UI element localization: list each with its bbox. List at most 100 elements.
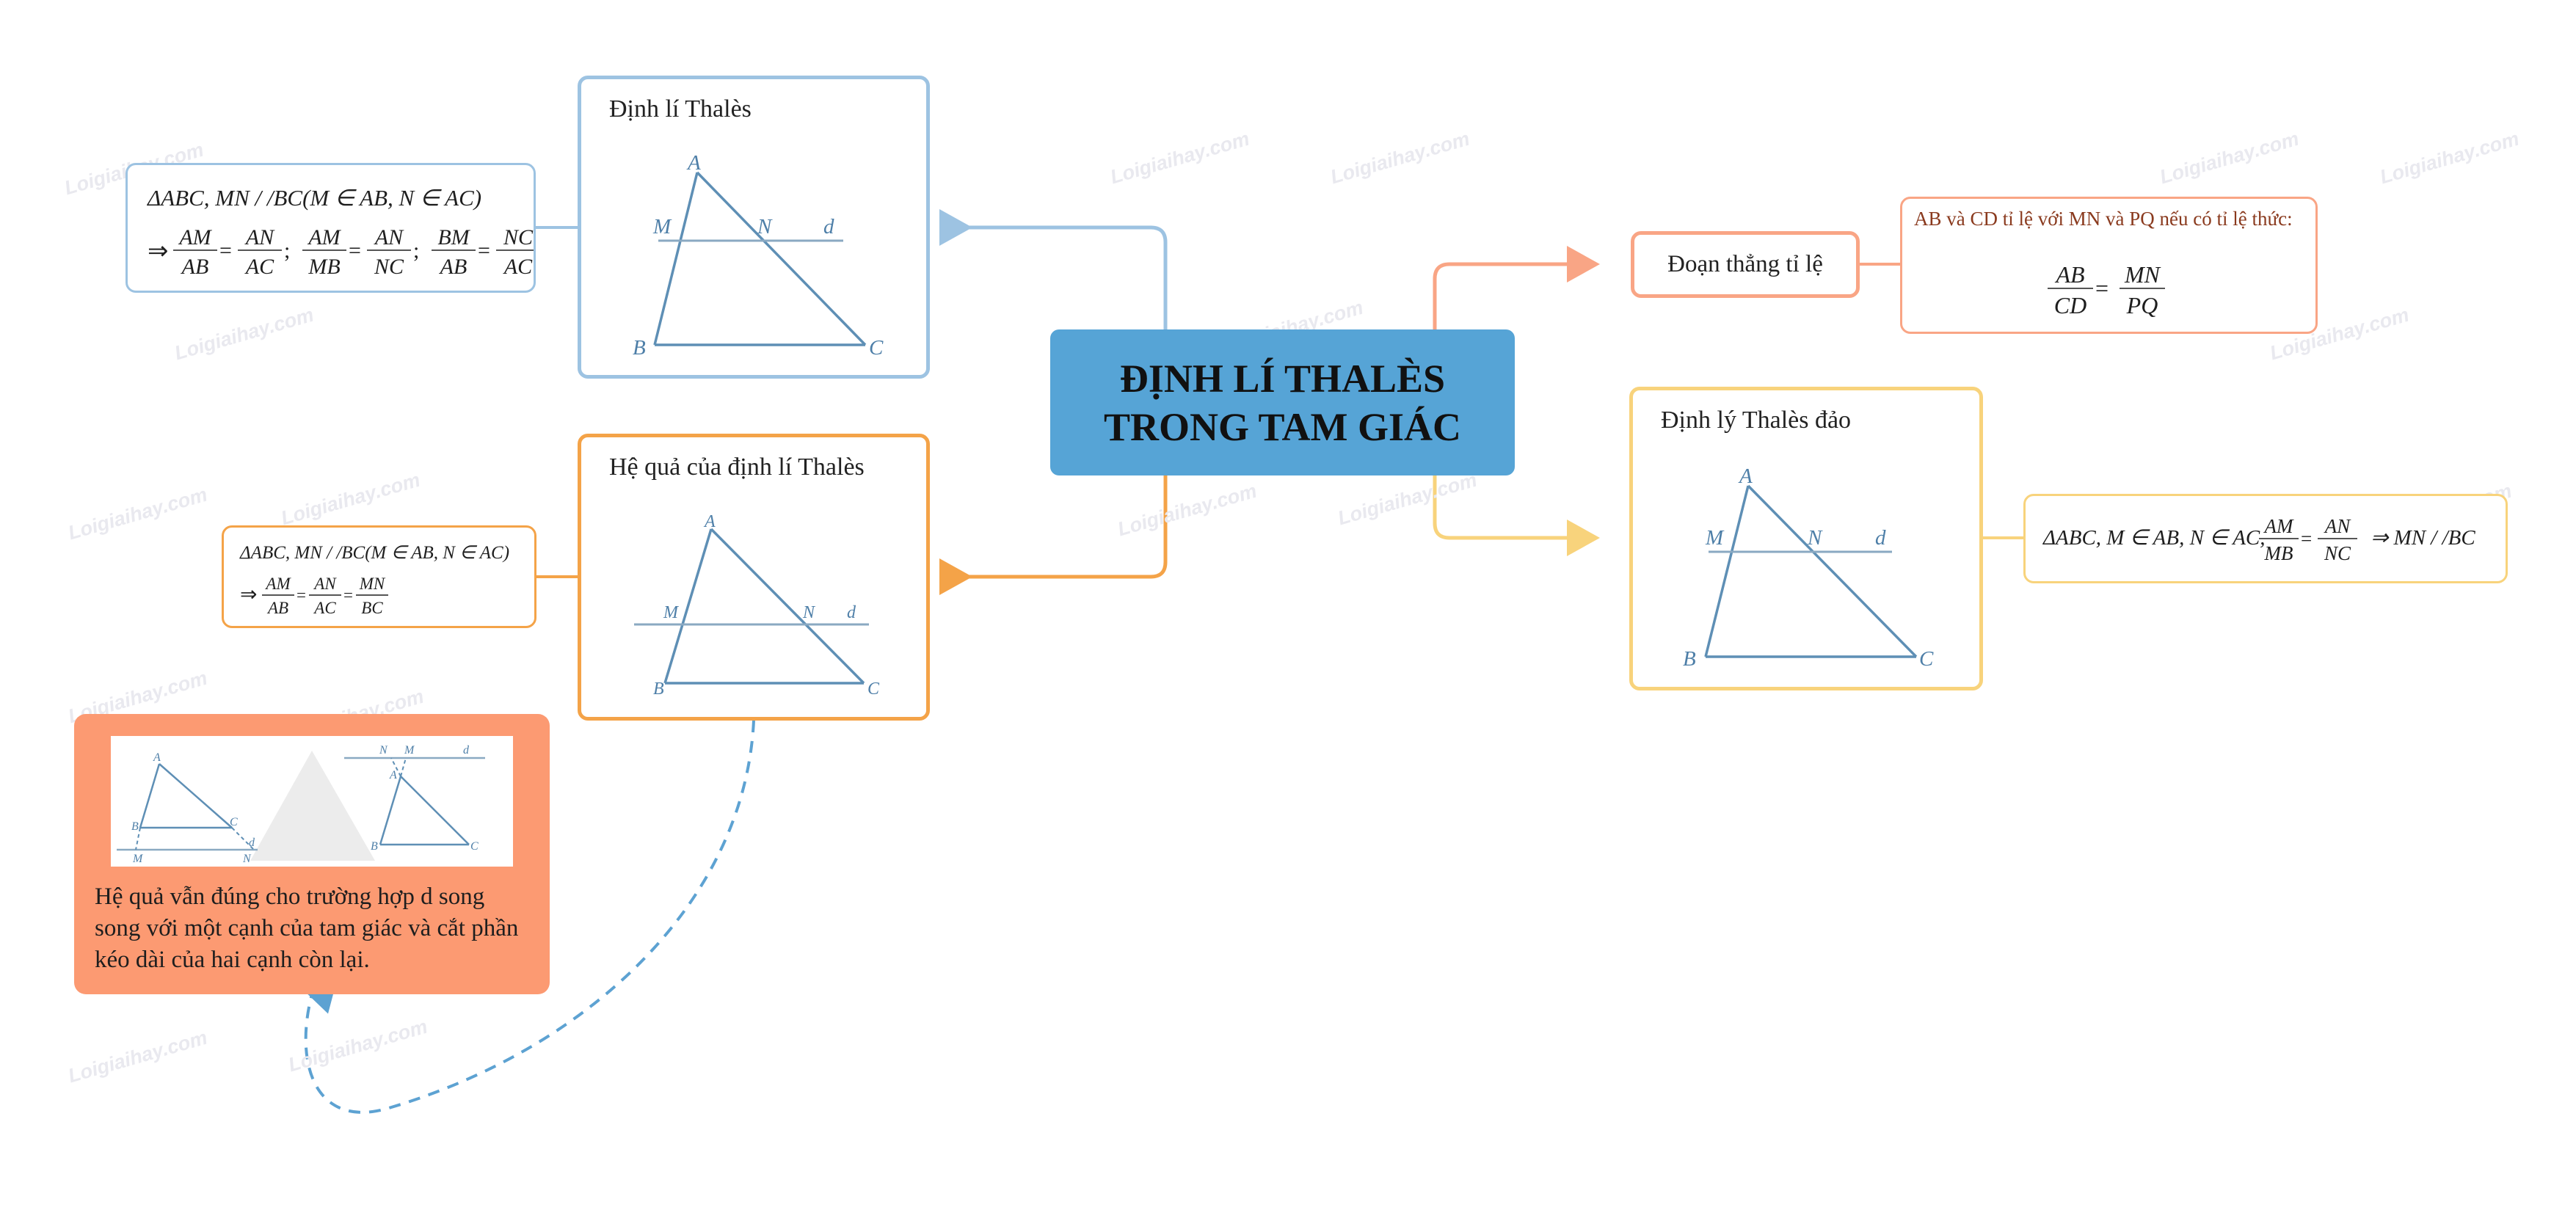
ratio-definition[interactable]: AB và CD tỉ lệ với MN và PQ nếu có tỉ lệ… bbox=[1900, 197, 2318, 334]
fraction-numerator: MN bbox=[2124, 261, 2161, 288]
fraction-numerator: AN bbox=[313, 575, 337, 593]
fraction-numerator: AM bbox=[307, 225, 341, 249]
note-right-label-c: C bbox=[470, 840, 479, 853]
label-d: d bbox=[1875, 526, 1886, 550]
central-topic-line-1: ĐỊNH LÍ THALÈS bbox=[1119, 357, 1446, 401]
note-right-label-m: M bbox=[404, 744, 415, 757]
triangle-side-ab bbox=[1704, 485, 1750, 657]
formula-operator: ; bbox=[284, 238, 290, 263]
formula-operator: = bbox=[478, 238, 490, 263]
node-corollary[interactable]: Hệ quả của định lí Thalès A M N d B C bbox=[578, 434, 930, 721]
fraction-denominator: MB bbox=[2264, 542, 2293, 564]
node-title: Định lý Thalès đảo bbox=[1661, 407, 1852, 434]
formula-operator: = bbox=[349, 238, 361, 263]
formula-line-1: ΔABC, MN / /BC(M ∈ AB, N ∈ AC) bbox=[146, 185, 481, 211]
note-left-label-a: A bbox=[153, 751, 161, 764]
ratio-caption: AB và CD tỉ lệ với MN và PQ nếu có tỉ lệ… bbox=[1914, 208, 2293, 230]
label-b: B bbox=[1683, 647, 1696, 671]
formula-arrow: ⇒ bbox=[148, 238, 169, 265]
node-corollary-note[interactable]: A B C d M N N M d A B C Hệ quả vẫn đúng … bbox=[74, 714, 550, 994]
note-left-label-d: d bbox=[249, 837, 255, 849]
label-b: B bbox=[653, 679, 664, 699]
label-n: N bbox=[802, 603, 816, 622]
formula-prefix: ΔABC, M ∈ AB, N ∈ AC, bbox=[2042, 526, 2266, 550]
formula-arrow: ⇒ bbox=[240, 583, 257, 606]
label-c: C bbox=[869, 336, 884, 360]
note-diagram-svg: A B C d M N N M d A B C bbox=[117, 744, 485, 865]
formula-converse-svg: ΔABC, M ∈ AB, N ∈ AC, AM MB = AN NC ⇒ MN / /… bbox=[2042, 515, 2475, 564]
label-a: A bbox=[1738, 464, 1753, 488]
triangle-side-ac bbox=[696, 171, 867, 346]
fraction-numerator: NC bbox=[503, 225, 534, 249]
formula-operator: = bbox=[2301, 528, 2312, 550]
central-topic[interactable]: ĐỊNH LÍ THALÈS TRONG TAM GIÁC bbox=[1050, 329, 1515, 475]
note-left-label-c: C bbox=[230, 816, 238, 828]
fraction-denominator: NC bbox=[374, 255, 404, 279]
note-right-label-d: d bbox=[463, 744, 470, 757]
thales-triangle-diagram: A M N d B C bbox=[633, 151, 884, 360]
triangle-side-ac bbox=[1747, 484, 1918, 658]
formula-operator: = bbox=[2095, 275, 2109, 302]
note-right-label-a: A bbox=[389, 769, 397, 781]
fraction-numerator: AB bbox=[2054, 261, 2084, 288]
label-n: N bbox=[1807, 526, 1823, 550]
fraction-denominator: BC bbox=[361, 599, 383, 617]
connector-center-thales bbox=[939, 209, 1168, 329]
label-m: M bbox=[663, 603, 680, 622]
node-thales-converse[interactable]: Định lý Thalès đảo A M N d B C bbox=[1629, 387, 1983, 690]
node-thales-theorem[interactable]: Định lí Thalès A M N d B C bbox=[578, 76, 930, 379]
note-left-ab bbox=[139, 763, 161, 828]
label-m: M bbox=[1705, 526, 1725, 550]
fraction-numerator: AM bbox=[264, 575, 291, 593]
node-title: Định lí Thalès bbox=[609, 95, 752, 123]
fraction-numerator: AN bbox=[2324, 515, 2351, 537]
node-proportional-segments[interactable]: Đoạn thẳng tỉ lệ bbox=[1631, 231, 1860, 298]
fraction-numerator: AM bbox=[2263, 515, 2294, 537]
triangle-side-ab bbox=[663, 528, 713, 684]
connector-center-converse bbox=[1433, 475, 1600, 556]
note-diagram: A B C d M N N M d A B C bbox=[111, 736, 513, 867]
note-right-ab bbox=[379, 776, 402, 845]
note-text: Hệ quả vẫn đúng cho trường hợp d song so… bbox=[95, 883, 519, 973]
note-left-label-b: B bbox=[131, 820, 139, 833]
fraction-numerator: AN bbox=[374, 225, 404, 249]
connector-center-ratio bbox=[1433, 246, 1600, 329]
note-right-ext-m bbox=[400, 757, 407, 777]
formula-suffix: ⇒ MN / /BC bbox=[2371, 526, 2475, 550]
formula-fractions: AM MB = AN NC bbox=[2259, 515, 2357, 564]
note-watermark-shape bbox=[250, 751, 375, 861]
label-n: N bbox=[757, 215, 773, 238]
fraction-denominator: AC bbox=[503, 255, 533, 279]
fraction-denominator: MB bbox=[308, 255, 340, 279]
note-right-label-n: N bbox=[379, 744, 388, 757]
fraction-denominator: AC bbox=[313, 599, 336, 617]
note-left-label-m: M bbox=[132, 853, 144, 865]
fraction-denominator: NC bbox=[2324, 542, 2351, 564]
node-title: Hệ quả của định lí Thalès bbox=[609, 453, 865, 481]
formula-converse[interactable]: ΔABC, M ∈ AB, N ∈ AC, AM MB = AN NC ⇒ MN / /… bbox=[2023, 494, 2508, 583]
converse-triangle-diagram: A M N d B C bbox=[1683, 464, 1934, 671]
fraction-denominator: AC bbox=[244, 255, 274, 279]
central-topic-line-2: TRONG TAM GIÁC bbox=[1103, 405, 1462, 449]
fraction-numerator: MN bbox=[359, 575, 386, 593]
note-left-label-n: N bbox=[242, 853, 252, 865]
note-right-ac bbox=[400, 776, 470, 845]
note-left-ac bbox=[159, 763, 233, 828]
label-c: C bbox=[1919, 647, 1934, 671]
triangle-side-ab bbox=[653, 172, 699, 346]
formula-operator: = bbox=[219, 238, 232, 263]
note-left-ext-c bbox=[231, 827, 255, 850]
label-d: d bbox=[847, 603, 856, 622]
note-right-ext-n bbox=[390, 757, 401, 777]
fraction-denominator: CD bbox=[2054, 292, 2086, 318]
label-m: M bbox=[652, 215, 672, 238]
label-d: d bbox=[823, 215, 834, 238]
connector-corollary-note-dashed bbox=[304, 720, 755, 1114]
